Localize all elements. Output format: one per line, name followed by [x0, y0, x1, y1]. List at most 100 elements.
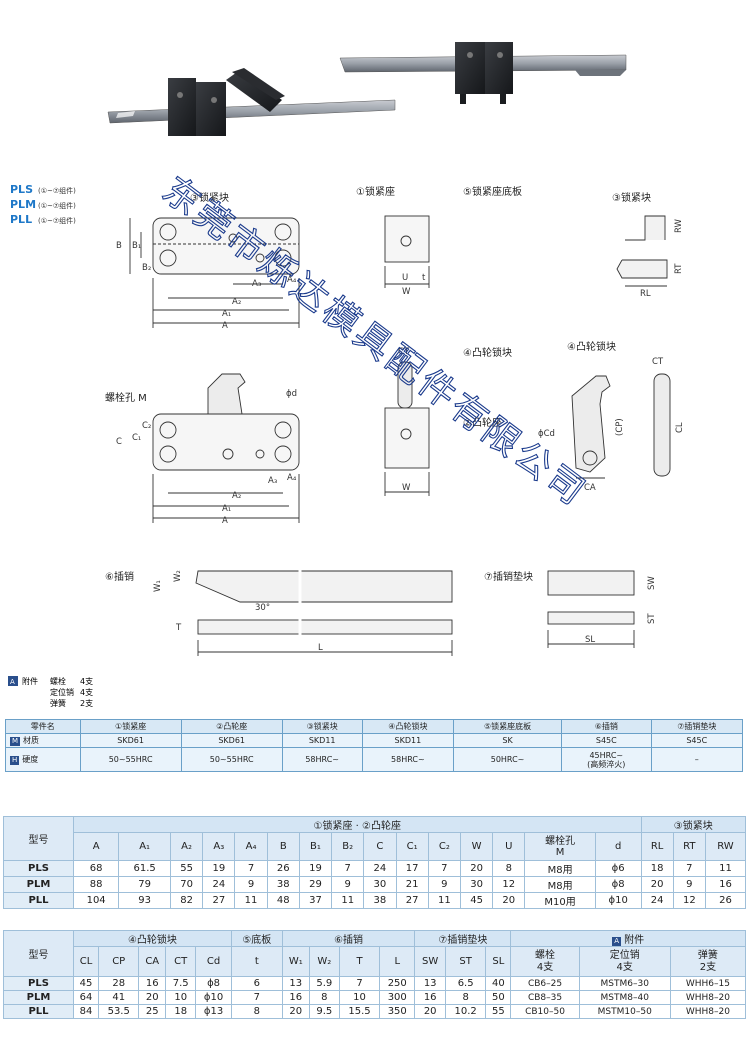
table-cell: 30 [363, 876, 397, 893]
svg-text:RW: RW [674, 218, 684, 233]
table-cell: 27 [395, 892, 429, 909]
table-cell: 21 [395, 876, 429, 893]
table-cell: 12 [672, 892, 706, 909]
table-cell: 29 [298, 876, 333, 893]
svg-text:W₂: W₂ [173, 570, 183, 582]
product-photo [107, 42, 627, 136]
table-cell: 8 [492, 860, 526, 877]
table-cell: 10 [165, 990, 197, 1005]
column-header: CT [165, 946, 197, 977]
column-header: B [266, 832, 300, 861]
svg-text:A₄: A₄ [287, 473, 297, 483]
svg-text:W: W [402, 483, 411, 493]
column-header: U [492, 832, 526, 861]
svg-text:B: B [116, 241, 122, 251]
table-cell: 11 [704, 860, 747, 877]
svg-text:W: W [402, 287, 411, 297]
table-cell: 25 [138, 1004, 167, 1019]
table-cell: 45 [72, 976, 100, 991]
table-cell: 7 [427, 860, 461, 877]
svg-text:L: L [318, 643, 323, 653]
lock-block-side [616, 215, 668, 287]
table-cell: 41 [98, 990, 140, 1005]
table-cell: 9 [234, 876, 268, 893]
column-header: 弹簧 2支 [669, 946, 747, 977]
group-cam-header: ④凸轮锁块 [73, 930, 232, 947]
model-cell: PLL [3, 1004, 74, 1019]
table-cell: 5.9 [308, 976, 340, 991]
table-cell: 9 [672, 876, 706, 893]
table-cell: MSTM10–50 [578, 1004, 671, 1019]
table-cell: 68 [72, 860, 120, 877]
table-cell: CB8–35 [510, 990, 580, 1005]
svg-text:4支: 4支 [80, 676, 93, 686]
table-cell: 17 [395, 860, 429, 877]
column-header: SW [414, 946, 447, 977]
product-photo-area [0, 0, 750, 178]
svg-text:A: A [222, 516, 228, 526]
svg-text:t: t [422, 273, 426, 283]
svg-text:A₂: A₂ [232, 297, 241, 307]
svg-text:2支: 2支 [80, 698, 93, 708]
label-pin: ⑥插销 [105, 570, 134, 583]
model-cell: PLM [3, 876, 74, 893]
svg-text:B₂: B₂ [142, 263, 151, 273]
table-cell: 28 [98, 976, 140, 991]
material-header-row: 零件名 ①锁紧座 ②凸轮座 ③锁紧块 ④凸轮锁块 ⑤锁紧座底板 ⑥插销 ⑦插销垫… [5, 719, 744, 734]
table-cell: 53.5 [98, 1004, 140, 1019]
table-cell: 45 [459, 892, 494, 909]
table-cell: 27 [202, 892, 236, 909]
column-header: ST [445, 946, 487, 977]
column-header: Cd [195, 946, 232, 977]
group-base-header: ⑤底板 [230, 930, 283, 947]
column-header: B₁ [298, 832, 333, 861]
model-header: 型号 [3, 816, 74, 861]
series-label-pls: PLS [10, 183, 33, 196]
svg-text:ϕCd: ϕCd [538, 429, 555, 439]
table-cell: 19 [298, 860, 333, 877]
table-cell: 26 [266, 860, 300, 877]
group-pin-header: ⑥插销 [281, 930, 416, 947]
table-cell: 8 [308, 990, 340, 1005]
table-cell: 93 [118, 892, 171, 909]
column-header: CA [138, 946, 167, 977]
table-cell: 20 [459, 860, 494, 877]
table-cell: 9 [427, 876, 461, 893]
lock-seat-drawing [384, 215, 430, 288]
series-label-plm: PLM [10, 198, 36, 211]
table-cell: ϕ8 [594, 876, 642, 893]
column-header: A₃ [202, 832, 236, 861]
table-cell: M8用 [524, 876, 596, 893]
table-cell: 88 [72, 876, 120, 893]
svg-text:A₃: A₃ [268, 476, 277, 486]
table-cell: 50 [485, 990, 512, 1005]
table-cell: 20 [281, 1004, 310, 1019]
series-note-pls: (①~⑦组件) [38, 186, 76, 195]
column-header: A₄ [234, 832, 268, 861]
svg-text:U: U [402, 273, 408, 283]
table-cell: 7 [331, 860, 365, 877]
svg-text:SW: SW [647, 576, 657, 590]
model-cell: PLS [3, 860, 74, 877]
table-cell: WHH6–15 [669, 976, 747, 991]
material-table: 零件名 ①锁紧座 ②凸轮座 ③锁紧块 ④凸轮锁块 ⑤锁紧座底板 ⑥插销 ⑦插销垫… [5, 719, 744, 772]
table-cell: 11 [427, 892, 461, 909]
table-cell: ϕ10 [594, 892, 642, 909]
column-header: CL [72, 946, 100, 977]
svg-text:A₃: A₃ [252, 279, 261, 289]
table-cell: 13 [281, 976, 310, 991]
table-cell: 40 [485, 976, 512, 991]
svg-text:(CP): (CP) [615, 418, 625, 436]
table-cell: 11 [234, 892, 268, 909]
table-cell: 350 [379, 1004, 416, 1019]
cam-seat-drawing [384, 361, 430, 496]
svg-text:T: T [175, 623, 182, 633]
table-cell: ϕ8 [195, 976, 232, 991]
label-cam-lock-right: ④凸轮锁块 [567, 340, 616, 353]
